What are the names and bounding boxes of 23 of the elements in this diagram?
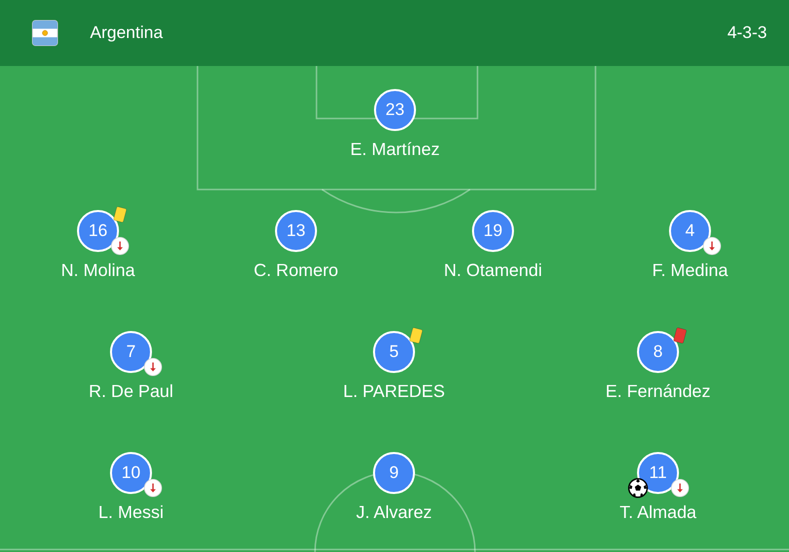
number-badge: 10 <box>110 452 152 494</box>
number-badge: 9 <box>373 452 415 494</box>
player-name: L. PAREDES <box>343 381 445 401</box>
player-name: N. Otamendi <box>444 260 542 280</box>
number-badge: 16 <box>77 210 119 252</box>
player-name: J. Alvarez <box>356 502 432 522</box>
player-name: E. Martínez <box>350 139 440 159</box>
player-name: N. Molina <box>61 260 135 280</box>
formation-label: 4-3-3 <box>727 23 767 43</box>
player-name: C. Romero <box>254 260 338 280</box>
team-name: Argentina <box>90 23 163 43</box>
number-badge: 4 <box>669 210 711 252</box>
number-badge: 23 <box>374 89 416 131</box>
number-badge: 8 <box>637 331 679 373</box>
number-badge: 7 <box>110 331 152 373</box>
player-name: E. Fernández <box>605 381 711 401</box>
player-name: L. Messi <box>98 502 164 522</box>
number-badge: 19 <box>472 210 514 252</box>
number-badge: 5 <box>373 331 415 373</box>
player-name: T. Almada <box>620 502 696 522</box>
player-name: F. Medina <box>652 260 728 280</box>
number-badge: 13 <box>275 210 317 252</box>
player-name: R. De Paul <box>88 381 174 401</box>
